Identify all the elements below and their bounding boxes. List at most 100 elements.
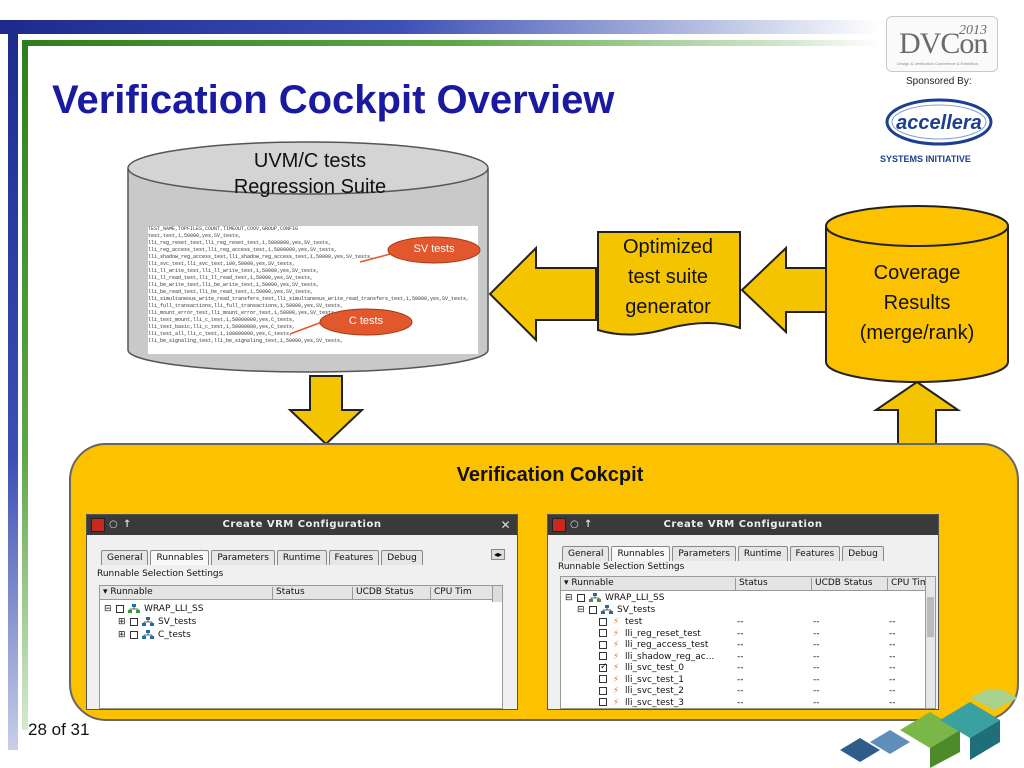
accellera-logo-text: accellera: [896, 112, 982, 134]
group-label: Runnable Selection Settings: [97, 569, 227, 579]
test-suite-generator-box: [597, 231, 741, 336]
test-name: lli_svc_test_2: [625, 686, 684, 696]
column-header-runnable[interactable]: ▾ Runnable: [564, 578, 614, 588]
column-header-status[interactable]: Status: [272, 587, 305, 599]
test-row[interactable]: ⚡lli_svc_test_1------: [561, 675, 935, 687]
snippet-line: lli_test_all,lli_c_test,1,100000000,yes,…: [148, 331, 293, 337]
tree-row[interactable]: ⊟ WRAP_LLI_SS: [561, 593, 935, 605]
tab-runnables[interactable]: Runnables: [611, 546, 671, 561]
test-icon: ⚡: [612, 651, 620, 662]
sv-tests-callout: [387, 236, 481, 264]
row-checkbox[interactable]: [116, 604, 124, 614]
test-name: lli_reg_access_test: [625, 640, 709, 650]
tab-runtime[interactable]: Runtime: [276, 550, 327, 565]
dvcon-logo-tagline: Design & Verification Conference & Exhib…: [897, 61, 978, 66]
row-checkbox[interactable]: [599, 629, 607, 639]
column-header-ucdb-status[interactable]: UCDB Status: [811, 578, 873, 590]
row-checkbox[interactable]: [577, 593, 585, 603]
snippet-line: lli_be_write_test,lli_be_write_test,1,50…: [148, 282, 320, 288]
column-header-runnable[interactable]: ▾ Runnable: [103, 587, 153, 597]
test-cpu-time: --: [889, 697, 896, 708]
test-row[interactable]: ⚡lli_reg_reset_test------: [561, 629, 935, 641]
row-checkbox[interactable]: [130, 617, 138, 627]
check-icon: ✓: [600, 661, 608, 672]
window-pin-icon[interactable]: ↑: [123, 519, 132, 530]
collapse-icon[interactable]: ⊟: [577, 605, 585, 615]
arrow-down-to-cockpit: [287, 375, 365, 446]
row-checkbox[interactable]: [599, 675, 607, 685]
test-row[interactable]: ⚡lli_shadow_reg_ac...------: [561, 652, 935, 664]
row-checkbox[interactable]: [599, 652, 607, 662]
tab-general[interactable]: General: [101, 550, 149, 565]
close-icon[interactable]: ✕: [500, 518, 511, 532]
column-header-cpu-time[interactable]: CPU Tim: [887, 578, 929, 590]
row-checkbox[interactable]: [130, 630, 138, 640]
accellera-subtitle: SYSTEMS INITIATIVE: [880, 154, 971, 164]
snippet-line: lli_test_mount,lli_c_test,1,50000000,yes…: [148, 317, 296, 323]
row-checkbox[interactable]: [599, 640, 607, 650]
sponsored-by-label: Sponsored By:: [906, 76, 972, 87]
window-pin-icon[interactable]: ↑: [584, 519, 593, 530]
test-ucdb-status: --: [813, 686, 820, 696]
test-icon: ⚡: [612, 663, 620, 673]
tab-features[interactable]: Features: [789, 546, 841, 561]
scrollbar-up-icon[interactable]: [492, 586, 502, 602]
tree-row[interactable]: ⊞ SV_tests: [100, 617, 502, 629]
test-icon: ⚡: [612, 674, 620, 685]
snippet-line: lli_shadow_reg_access_test,lli_shadow_re…: [148, 254, 374, 260]
tree-row[interactable]: ⊟ WRAP_LLI_SS: [100, 604, 502, 616]
tab-debug[interactable]: Debug: [381, 550, 423, 565]
test-icon: ⚡: [612, 686, 620, 696]
test-ucdb-status: --: [813, 674, 820, 685]
vertical-scrollbar[interactable]: [925, 577, 935, 708]
test-ucdb-status: --: [813, 663, 820, 673]
page-number: 28 of 31: [28, 720, 90, 739]
test-ucdb-status: --: [813, 617, 820, 627]
tree-row[interactable]: ⊞ C_tests: [100, 630, 502, 642]
test-name: lli_svc_test_1: [625, 674, 684, 685]
window-menu-icon[interactable]: ○: [109, 519, 119, 530]
test-status: --: [737, 617, 744, 627]
test-row[interactable]: ✓⚡lli_svc_test_0------: [561, 661, 935, 675]
tab-general[interactable]: General: [562, 546, 610, 561]
scrollbar-thumb[interactable]: [927, 597, 934, 637]
tab-scroll-arrows-icon[interactable]: ◂▸: [490, 549, 505, 560]
tab-runnables[interactable]: Runnables: [150, 550, 210, 565]
row-label: SV_tests: [158, 617, 197, 627]
window-titlebar[interactable]: ○ ↑ Create VRM Configuration: [548, 515, 938, 535]
tree-row[interactable]: ⊟ SV_tests: [561, 605, 935, 617]
column-header-ucdb-status[interactable]: UCDB Status: [352, 587, 414, 599]
group-icon: [589, 593, 601, 603]
expand-icon[interactable]: ⊞: [118, 617, 126, 627]
row-checkbox[interactable]: ✓: [599, 661, 608, 673]
tab-runtime[interactable]: Runtime: [737, 546, 788, 561]
tab-features[interactable]: Features: [328, 550, 380, 565]
expand-icon[interactable]: ⊞: [118, 630, 126, 640]
c-tests-callout-label: C tests: [348, 315, 384, 327]
column-header-cpu-time[interactable]: CPU Tim: [430, 587, 472, 599]
row-checkbox[interactable]: [599, 617, 607, 627]
tab-debug[interactable]: Debug: [842, 546, 884, 561]
tab-parameters[interactable]: Parameters: [211, 550, 275, 565]
test-row[interactable]: ⚡lli_svc_test_3------: [561, 698, 935, 710]
test-status: --: [737, 628, 744, 639]
tab-parameters[interactable]: Parameters: [672, 546, 736, 561]
collapse-icon[interactable]: ⊟: [104, 604, 112, 614]
snippet-line: lli_simultaneous_write_read_transfers_te…: [148, 296, 470, 302]
column-header-status[interactable]: Status: [735, 578, 768, 590]
test-row[interactable]: ⚡lli_reg_access_test------: [561, 640, 935, 652]
test-ucdb-status: --: [813, 651, 820, 662]
test-cpu-time: --: [889, 651, 896, 662]
row-checkbox[interactable]: [599, 698, 607, 708]
test-row[interactable]: ⚡lli_svc_test_2------: [561, 686, 935, 698]
window-menu-icon[interactable]: ○: [570, 519, 580, 530]
app-icon: [91, 518, 105, 532]
test-icon: ⚡: [612, 640, 620, 650]
row-checkbox[interactable]: [589, 605, 597, 615]
collapse-icon[interactable]: ⊟: [565, 593, 573, 603]
test-row[interactable]: ⚡test------: [561, 617, 935, 629]
window-titlebar[interactable]: ○ ↑ Create VRM Configuration ✕: [87, 515, 517, 535]
row-checkbox[interactable]: [599, 686, 607, 696]
